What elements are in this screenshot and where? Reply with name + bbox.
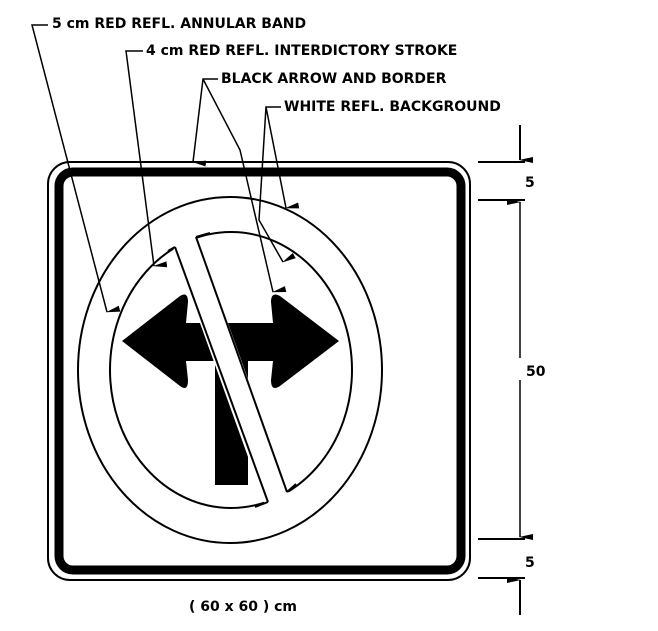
callout-leaders (31, 24, 300, 313)
dimension-bottom-margin: 5 (525, 555, 535, 571)
interdictory-stroke (172, 234, 290, 507)
overall-size-label: ( 60 x 60 ) cm (189, 599, 297, 615)
callout-arrow-border: BLACK ARROW AND BORDER (221, 71, 447, 87)
callout-background: WHITE REFL. BACKGROUND (284, 99, 501, 115)
dimension-lines (478, 125, 533, 615)
dimension-top-margin: 5 (525, 175, 535, 191)
callout-interdictory-stroke: 4 cm RED REFL. INTERDICTORY STROKE (146, 43, 457, 59)
callout-annular-band: 5 cm RED REFL. ANNULAR BAND (52, 16, 306, 32)
dimension-symbol-height: 50 (526, 364, 546, 380)
black-border (54, 167, 466, 575)
